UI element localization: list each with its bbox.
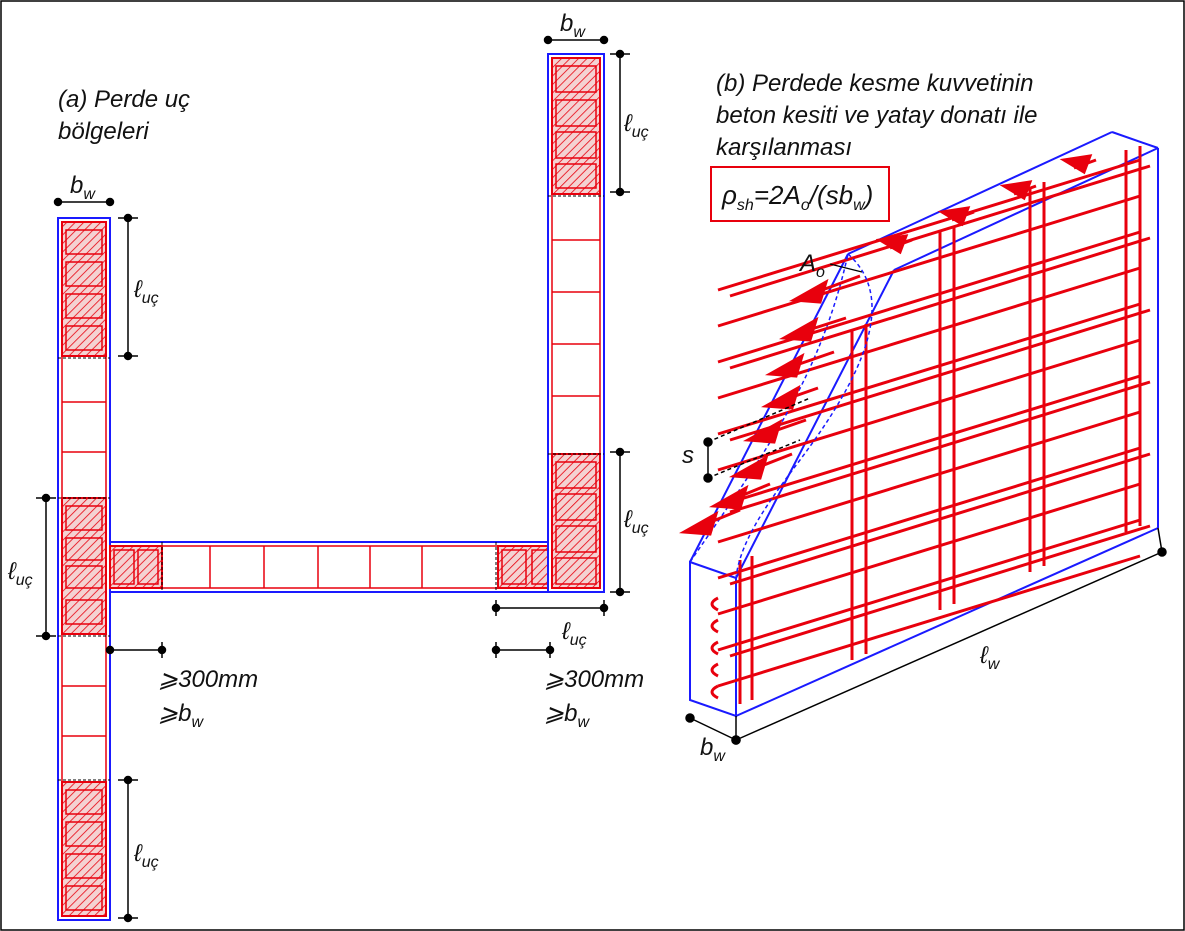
bw-3d-dimension <box>685 713 741 745</box>
left-wall-zone-dividers <box>58 357 110 781</box>
label-ell: ℓ <box>8 558 16 585</box>
formula-box <box>710 166 890 222</box>
label-area-ao: Ao <box>800 252 825 281</box>
label-luc-left-bottom: ℓuç <box>134 842 159 871</box>
label-w: w <box>573 24 585 41</box>
label-w: w <box>191 714 204 731</box>
label-b: b <box>700 734 714 761</box>
label-uc: uç <box>141 290 159 307</box>
right-wall-end-zone-bottom <box>551 453 601 589</box>
shear-reinforcement-ratio-formula: ρsh=2Ao/(sbw) <box>722 182 873 214</box>
horizontal-wall <box>109 541 605 593</box>
formula-bw-sub: w <box>853 197 865 214</box>
caption-part-b-line1: (b) Perdede kesme kuvvetinin <box>716 70 1034 97</box>
right-wall <box>547 53 605 593</box>
label-lw: ℓw <box>980 644 999 673</box>
label-uc: uç <box>15 572 33 589</box>
area-leader-line <box>829 263 863 273</box>
left-wall-end-zone-bottom <box>61 781 107 917</box>
formula-rho: ρ <box>722 180 737 210</box>
part-a-dimensions <box>36 35 630 923</box>
label-ell: ℓ <box>624 506 632 533</box>
label-luc-horizontal: ℓuç <box>562 620 587 649</box>
spacing-dimension <box>703 397 811 483</box>
wall-3d-outline <box>689 131 1159 718</box>
left-wall-stirrups <box>62 229 106 911</box>
formula-rest: /(sb <box>809 180 854 210</box>
label-min-300mm-right: ⩾300mm <box>544 666 645 693</box>
label-b: b <box>564 700 578 727</box>
label-ge: ⩾ <box>158 700 179 727</box>
label-spacing-s: s <box>682 442 694 469</box>
caption-part-b-line2: beton kesiti ve yatay donatı ile <box>716 102 1038 129</box>
cut-section-curve <box>735 253 873 579</box>
formula-a-sub: o <box>800 197 810 214</box>
horizontal-wall-zone-dividers <box>161 542 497 592</box>
label-w: w <box>83 186 95 203</box>
label-luc-right-top: ℓuç <box>624 112 649 141</box>
label-bw-3d: bw <box>700 736 725 765</box>
formula-eq: =2A <box>753 180 801 210</box>
label-uc: uç <box>631 124 649 141</box>
label-uc: uç <box>141 854 159 871</box>
label-ell: ℓ <box>134 840 142 867</box>
caption-part-b-line3: karşılanması <box>716 134 853 161</box>
wall-3d-horizontal-bars <box>717 158 1151 688</box>
formula-close: ) <box>864 180 874 210</box>
horizontal-wall-end-zone-left <box>109 545 163 589</box>
wall-3d-bar-hooks <box>710 596 719 700</box>
left-wall-end-zone-top <box>61 221 107 357</box>
wall-3d-vertical-bars <box>738 146 1142 704</box>
label-luc-left-top: ℓuç <box>134 278 159 307</box>
label-ell: ℓ <box>624 110 632 137</box>
label-b: b <box>560 10 574 37</box>
label-min-300mm-left: ⩾300mm <box>158 666 259 693</box>
label-w: w <box>577 714 590 731</box>
formula-rho-sub: sh <box>736 197 754 214</box>
label-luc-right-bottom: ℓuç <box>624 508 649 537</box>
label-b: b <box>178 700 192 727</box>
label-a: A <box>800 250 817 277</box>
label-ell: ℓ <box>980 642 988 669</box>
right-wall-zone-dividers <box>548 195 604 455</box>
label-uc: uç <box>569 632 587 649</box>
label-ge: ⩾ <box>544 700 565 727</box>
caption-part-a: (a) Perde uç bölgeleri <box>58 84 190 148</box>
label-w: w <box>987 656 1000 673</box>
caption-part-a-line1: (a) Perde uç <box>58 86 191 113</box>
label-bw-right: bw <box>560 12 585 41</box>
label-ell: ℓ <box>562 618 570 645</box>
wall-3d-force-arrows <box>678 154 1097 536</box>
label-ell: ℓ <box>134 276 142 303</box>
horizontal-wall-stirrups <box>113 546 597 588</box>
label-min-bw-right: ⩾bw <box>544 702 589 731</box>
label-uc: uç <box>631 520 649 537</box>
label-b: b <box>70 172 84 199</box>
right-wall-stirrups <box>552 65 600 585</box>
label-luc-left-middle: ℓuç <box>8 560 33 589</box>
label-bw-left: bw <box>70 174 95 203</box>
label-o: o <box>816 264 825 281</box>
caption-part-a-line2: bölgeleri <box>58 118 149 145</box>
label-min-bw-left: ⩾bw <box>158 702 203 731</box>
caption-part-b: (b) Perdede kesme kuvvetinin beton kesit… <box>716 68 1038 164</box>
label-w: w <box>713 748 725 765</box>
left-wall <box>57 217 111 921</box>
wall-3d <box>678 131 1167 745</box>
